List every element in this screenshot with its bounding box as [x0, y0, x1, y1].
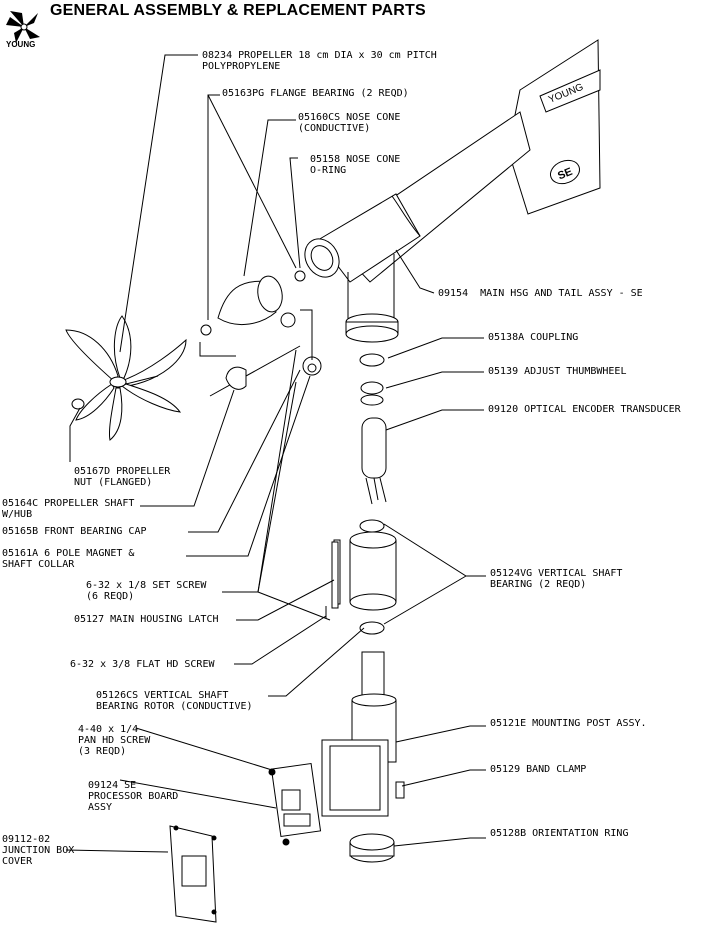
young-logo — [6, 11, 40, 43]
label-flange-bearing: 05163PG FLANGE BEARING (2 REQD) — [222, 88, 409, 99]
label-propeller-shaft: 05164C PROPELLER SHAFT W/HUB — [2, 498, 135, 520]
vertical-stack — [334, 354, 396, 762]
label-coupling: 05138A COUPLING — [488, 332, 579, 343]
label-nose-cone: 05160CS NOSE CONE (CONDUCTIVE) — [298, 112, 401, 134]
label-orientation-ring: 05128B ORIENTATION RING — [490, 828, 629, 839]
label-vertical-shaft-bearing: 05124VG VERTICAL SHAFT BEARING (2 REQD) — [490, 568, 623, 590]
junction-box — [322, 740, 404, 862]
label-propeller: 08234 PROPELLER 18 cm DIA x 30 cm PITCH … — [202, 50, 437, 72]
label-processor-board: 09124 SE PROCESSOR BOARD ASSY — [88, 780, 179, 813]
main-housing — [298, 112, 530, 342]
label-main-housing: 09154 MAIN HSG AND TAIL ASSY - SE — [438, 288, 643, 299]
latch-and-screws — [326, 542, 338, 618]
processor-board — [269, 764, 321, 845]
page-title: GENERAL ASSEMBLY & REPLACEMENT PARTS — [50, 2, 426, 19]
label-magnet-collar: 05161A 6 POLE MAGNET & SHAFT COLLAR — [2, 548, 135, 570]
nose-cone-assembly — [200, 271, 321, 396]
label-adjust-thumbwheel: 05139 ADJUST THUMBWHEEL — [488, 366, 627, 377]
vane-badge — [547, 156, 583, 188]
junction-cover — [170, 826, 216, 922]
label-housing-latch: 05127 MAIN HOUSING LATCH — [74, 614, 219, 625]
logo-brand-text: YOUNG — [6, 40, 36, 49]
label-set-screw: 6-32 x 1/8 SET SCREW (6 REQD) — [86, 580, 207, 602]
label-nose-cone-oring: 05158 NOSE CONE O-RING — [310, 154, 401, 176]
propeller — [66, 316, 186, 440]
label-optical-encoder: 09120 OPTICAL ENCODER TRANSDUCER — [488, 404, 681, 415]
label-mounting-post: 05121E MOUNTING POST ASSY. — [490, 718, 647, 729]
label-flat-hd-screw: 6-32 x 3/8 FLAT HD SCREW — [70, 659, 215, 670]
label-pan-hd-screw: 4-40 x 1/4 PAN HD SCREW (3 REQD) — [78, 724, 151, 757]
label-junction-cover: 09112-02 JUNCTION BOX COVER — [2, 834, 75, 867]
label-front-bearing-cap: 05165B FRONT BEARING CAP — [2, 526, 147, 537]
label-bearing-rotor: 05126CS VERTICAL SHAFT BEARING ROTOR (CO… — [96, 690, 253, 712]
label-band-clamp: 05129 BAND CLAMP — [490, 764, 587, 775]
label-propeller-nut: 05167D PROPELLER NUT (FLANGED) — [74, 466, 171, 488]
vane-badge-text: SE — [556, 166, 574, 183]
leader-lines — [66, 55, 486, 852]
